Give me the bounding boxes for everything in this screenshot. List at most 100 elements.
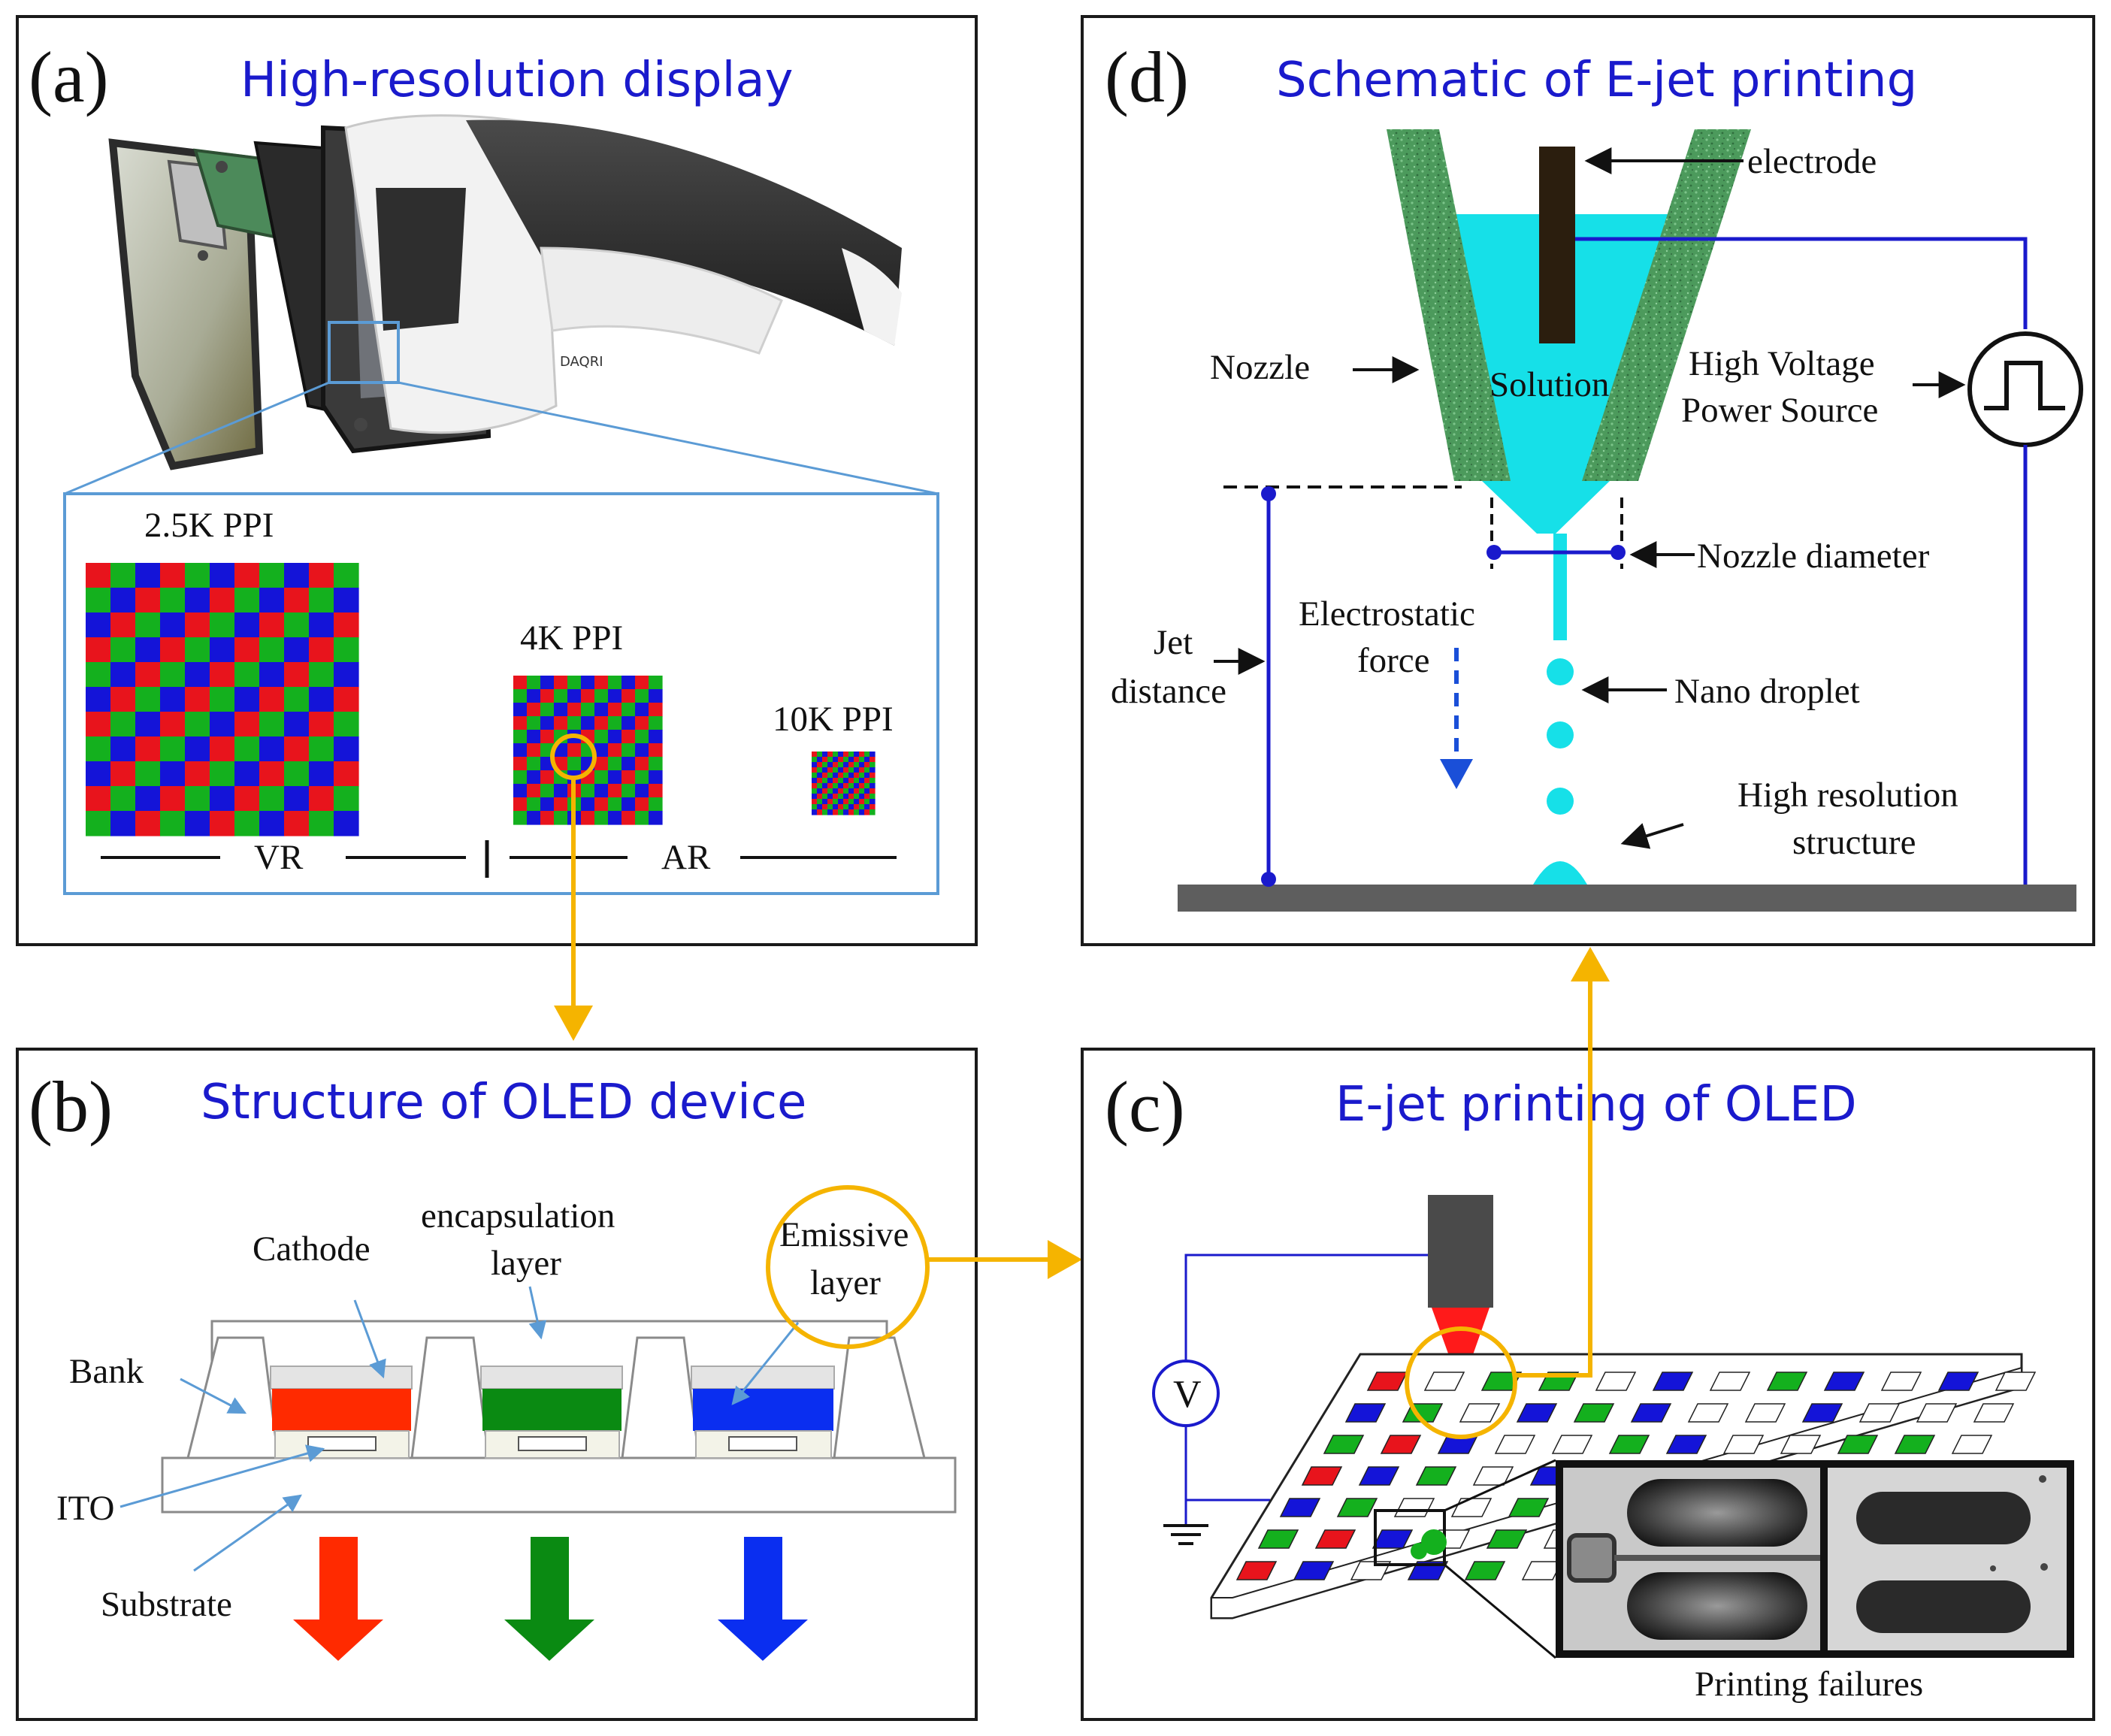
pixel-cell-4k — [608, 689, 622, 703]
pixel-cell-2-5k — [259, 588, 285, 613]
pixel-cell-2-5k — [210, 761, 235, 787]
panel-d-frame — [1081, 15, 2095, 946]
pixel-cell-10k — [827, 794, 833, 800]
pixel-cell-4k — [608, 770, 622, 785]
pixel-cell-10k — [848, 752, 854, 758]
pixel-cell-2-5k — [284, 563, 310, 588]
panel-a-frame — [16, 15, 978, 946]
pixel-grid-4k — [513, 676, 663, 825]
pixel-cell-2-5k — [259, 736, 285, 762]
pixel-cell-4k — [513, 716, 528, 730]
pixel-cell-10k — [859, 788, 865, 794]
pixel-cell-2-5k — [110, 563, 136, 588]
pixel-cell-10k — [812, 788, 818, 794]
wire-to-source — [1184, 1254, 1428, 1360]
pixel-cell-10k — [854, 762, 860, 768]
bank-3 — [621, 1336, 700, 1459]
arrow-ito — [119, 1444, 325, 1508]
pixel-cell-2-5k — [309, 761, 334, 787]
micro-line-upper — [1856, 1492, 2031, 1544]
pixel-cell-2-5k — [86, 563, 111, 588]
board-pixel — [1551, 1435, 1593, 1454]
panel-d-title: Schematic of E-jet printing — [1276, 53, 1917, 108]
pixel-cell-10k — [870, 799, 876, 805]
board-pixel — [1894, 1435, 1936, 1454]
pixel-cell-10k — [817, 752, 823, 758]
pixel-cell-2-5k — [334, 563, 359, 588]
pixel-cell-10k — [827, 804, 833, 810]
pixel-cell-10k — [870, 794, 876, 800]
board-pixel — [1709, 1372, 1751, 1391]
pixel-cell-2-5k — [234, 612, 260, 638]
panel-c-letter: (c) — [1105, 1066, 1185, 1147]
panel-c-title: E-jet printing of OLED — [1335, 1077, 1857, 1133]
pixel-cell-10k — [870, 773, 876, 779]
pixel-cell-10k — [838, 794, 844, 800]
pixel-cell-2-5k — [284, 712, 310, 737]
pixel-cell-10k — [827, 757, 833, 763]
pixel-cell-4k — [554, 811, 568, 825]
failure-zoom-line-bottom — [1444, 1563, 1556, 1659]
pixel-cell-4k — [594, 743, 609, 758]
pixel-cell-4k — [540, 676, 555, 690]
pixel-cell-10k — [859, 783, 865, 789]
pixel-cell-10k — [833, 809, 839, 815]
pixel-cell-4k — [527, 797, 541, 812]
board-pixel — [1516, 1403, 1558, 1423]
pixel-cell-4k — [540, 784, 555, 798]
pixel-cell-10k — [833, 773, 839, 779]
pixel-cell-4k — [567, 689, 582, 703]
pixel-cell-10k — [843, 804, 849, 810]
bank-4 — [833, 1336, 926, 1459]
pixel-cell-10k — [859, 778, 865, 784]
zoom-detail-box — [63, 492, 939, 895]
arrow-encapsulation — [528, 1286, 547, 1340]
pixel-cell-10k — [854, 773, 860, 779]
board-pixel — [1358, 1466, 1400, 1486]
label-emissive-1: Emissive — [779, 1215, 909, 1254]
label-high-resolution: High resolution — [1737, 776, 1958, 815]
printhead — [1428, 1195, 1493, 1308]
zoom-line-left — [64, 381, 330, 495]
pixel-cell-10k — [854, 799, 860, 805]
arrow-high-res-structure — [1620, 823, 1684, 849]
pixel-cell-4k — [540, 811, 555, 825]
pixel-cell-10k — [827, 773, 833, 779]
pixel-cell-2-5k — [259, 761, 285, 787]
pixel-cell-10k — [827, 767, 833, 773]
pixel-cell-10k — [822, 767, 828, 773]
pixel-cell-4k — [649, 811, 663, 825]
arrow-bank — [180, 1378, 247, 1414]
ar-label: AR — [661, 838, 711, 877]
arrow-cathode — [353, 1299, 386, 1379]
pixel-grid-2-5k — [86, 563, 359, 836]
board-pixel — [1257, 1529, 1299, 1549]
board-pixel — [1951, 1435, 1993, 1454]
emission-arrow-green — [504, 1537, 594, 1661]
printed-structure — [1533, 861, 1587, 885]
pixel-cell-4k — [581, 811, 595, 825]
pixel-cell-10k — [812, 762, 818, 768]
pixel-cell-10k — [854, 809, 860, 815]
emission-arrow-red — [293, 1537, 383, 1661]
label-nozzle-diameter: Nozzle diameter — [1697, 537, 1930, 576]
micro-satellite-3 — [2040, 1563, 2048, 1571]
board-pixel — [1973, 1403, 2015, 1423]
pixel-cell-4k — [513, 743, 528, 758]
pixel-cell-4k — [527, 784, 541, 798]
jet-cone — [1432, 1308, 1489, 1389]
pixel-cell-2-5k — [86, 761, 111, 787]
pixel-cell-4k — [540, 730, 555, 744]
pixel-cell-10k — [864, 752, 870, 758]
pixel-cell-10k — [859, 762, 865, 768]
pixel-cell-2-5k — [210, 637, 235, 663]
pixel-cell-2-5k — [160, 563, 186, 588]
pixel-cell-2-5k — [234, 712, 260, 737]
spilled-green-blob-2 — [1411, 1543, 1427, 1559]
pixel-cell-4k — [554, 676, 568, 690]
board-pixel — [1323, 1435, 1365, 1454]
pixel-cell-10k — [843, 762, 849, 768]
emission-arrow-blue — [718, 1537, 808, 1661]
pixel-cell-10k — [833, 767, 839, 773]
